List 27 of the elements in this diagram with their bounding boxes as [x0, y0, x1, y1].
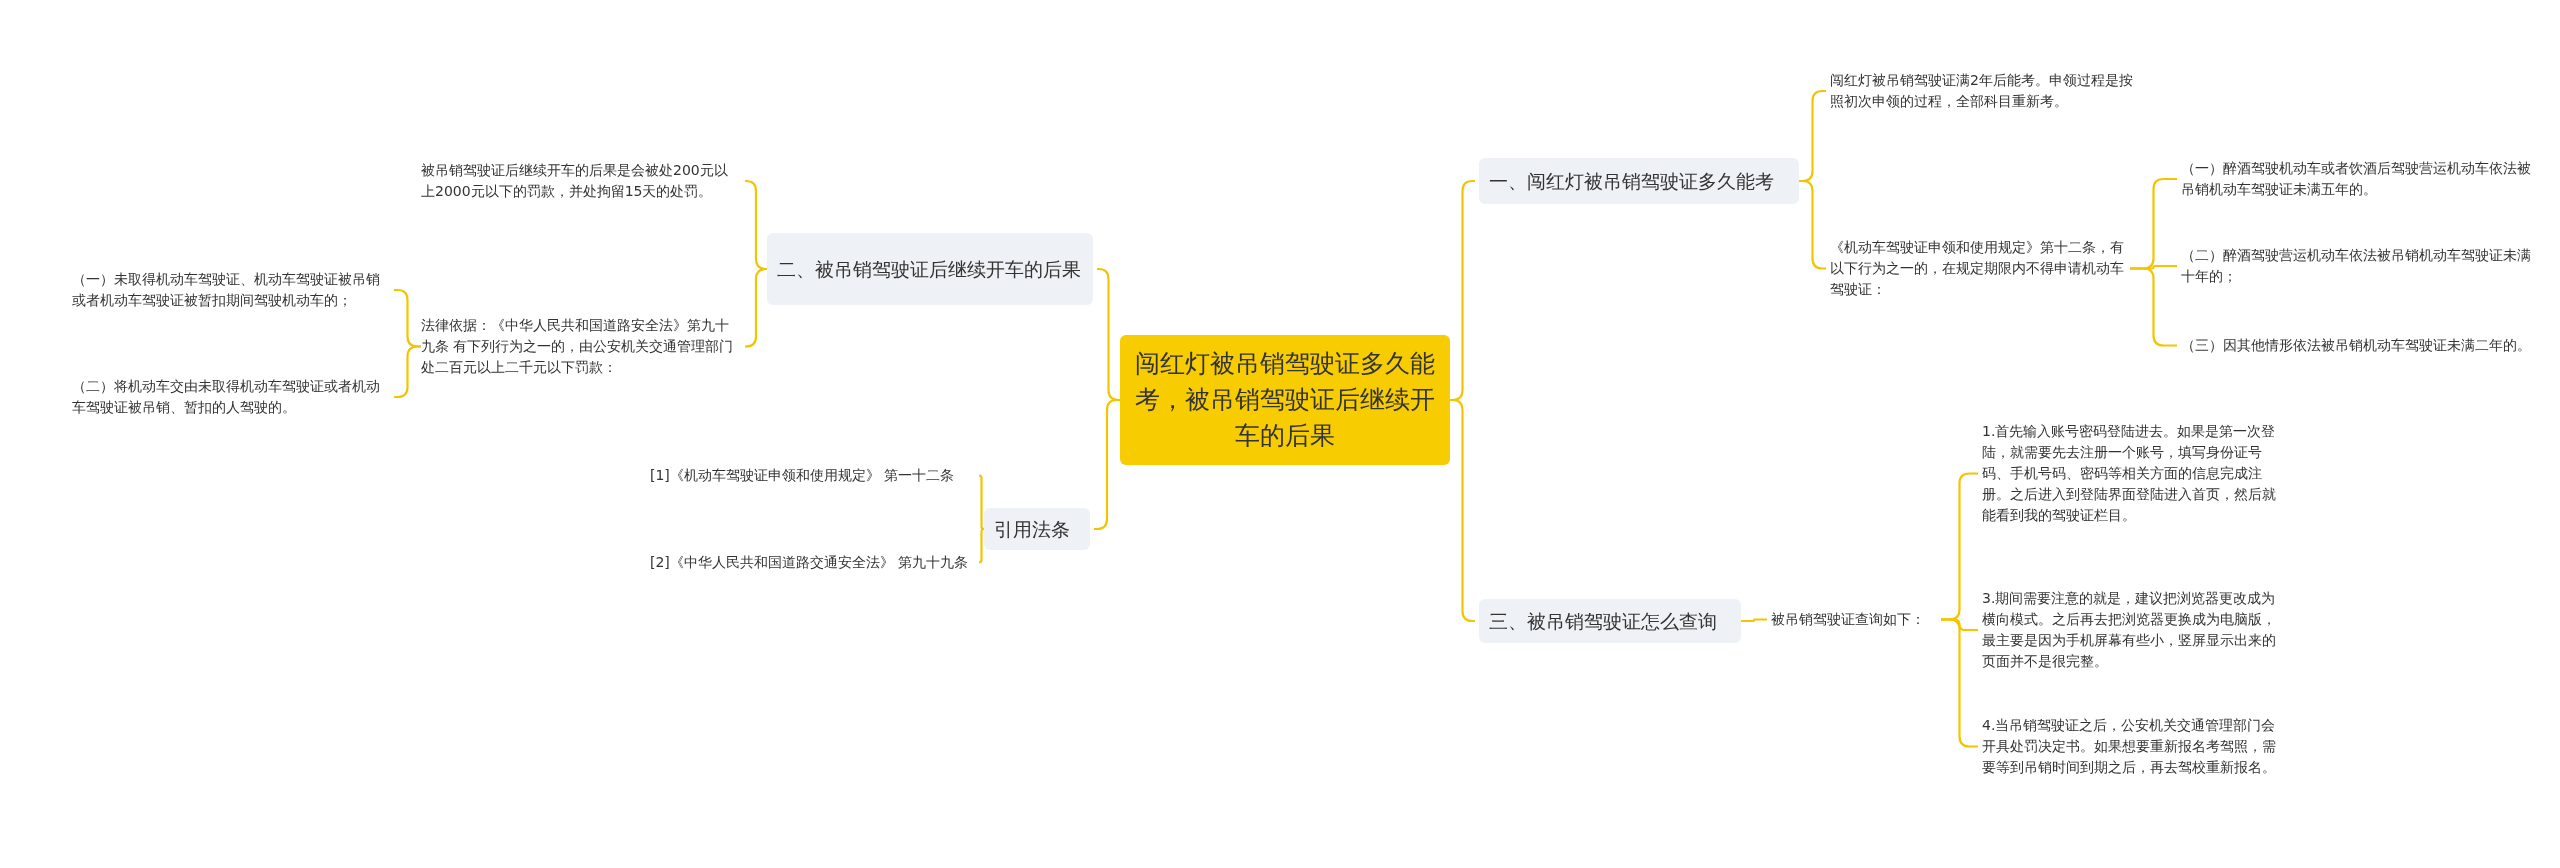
note-text: 法律依据：《中华人民共和国道路安全法》第九十九条 有下列行为之一的，由公安机关交通管理部门处二百元以上二千元以下罚款：	[421, 315, 741, 378]
branch-topic: 一、闯红灯被吊销驾驶证多久能考	[1479, 158, 1799, 204]
note-text: 3.期间需要注意的就是，建议把浏览器更改成为横向模式。之后再去把浏览器更换成为电脑版，最主要是因为手机屏幕有些小，竖屏显示出来的页面并不是很完整。	[1982, 588, 2287, 672]
connector-line	[977, 474, 986, 531]
note-text: 被吊销驾驶证后继续开车的后果是会被处200元以上2000元以下的罚款，并处拘留15天的处罚。	[421, 160, 741, 202]
note-text: [1]《机动车驾驶证申领和使用规定》 第一十二条	[650, 465, 975, 486]
connector-line	[1450, 398, 1475, 623]
central-topic: 闯红灯被吊销驾驶证多久能考，被吊销驾驶证后继续开车的后果	[1120, 335, 1450, 465]
note-text: 1.首先输入账号密码登陆进去。如果是第一次登陆，就需要先去注册一个账号，填写身份证号码、手机号码、密码等相关方面的信息完成注册。之后进入到登陆界面登陆进入首页，然后就能看到我的驾驶证栏目。	[1982, 421, 2287, 526]
note-text: （二）醉酒驾驶营运机动车依法被吊销机动车驾驶证未满十年的；	[2181, 245, 2531, 287]
branch-topic: 引用法条	[984, 508, 1090, 550]
connector-line	[977, 527, 986, 564]
connector-line	[394, 345, 421, 399]
branch-topic: 三、被吊销驾驶证怎么查询	[1479, 599, 1741, 643]
note-text: 闯红灯被吊销驾驶证满2年后能考。申领过程是按照初次申领的过程，全部科目重新考。	[1830, 70, 2140, 112]
note-text: 4.当吊销驾驶证之后，公安机关交通管理部门会开具处罚决定书。如果想要重新报名考驾照，需要等到吊销时间到期之后，再去驾校重新报名。	[1982, 715, 2287, 778]
note-text: （二）将机动车交由未取得机动车驾驶证或者机动车驾驶证被吊销、暂扣的人驾驶的。	[72, 376, 390, 418]
note-text: 被吊销驾驶证查询如下：	[1771, 609, 1941, 630]
note-text: [2]《中华人民共和国道路交通安全法》 第九十九条	[650, 552, 975, 573]
note-text: （三）因其他情形依法被吊销机动车驾驶证未满二年的。	[2181, 335, 2531, 356]
connector-line	[744, 267, 768, 348]
note-text: （一）未取得机动车驾驶证、机动车驾驶证被吊销或者机动车驾驶证被暂扣期间驾驶机动车的；	[72, 269, 390, 311]
note-text: （一）醉酒驾驶机动车或者饮酒后驾驶营运机动车依法被吊销机动车驾驶证未满五年的。	[2181, 158, 2531, 200]
note-text: 《机动车驾驶证申领和使用规定》第十二条，有以下行为之一的，在规定期限内不得申请机动车驾驶证：	[1830, 237, 2130, 300]
connector-line	[1741, 618, 1767, 623]
branch-topic: 二、被吊销驾驶证后继续开车的后果	[767, 233, 1093, 305]
connector-line	[1094, 398, 1120, 531]
